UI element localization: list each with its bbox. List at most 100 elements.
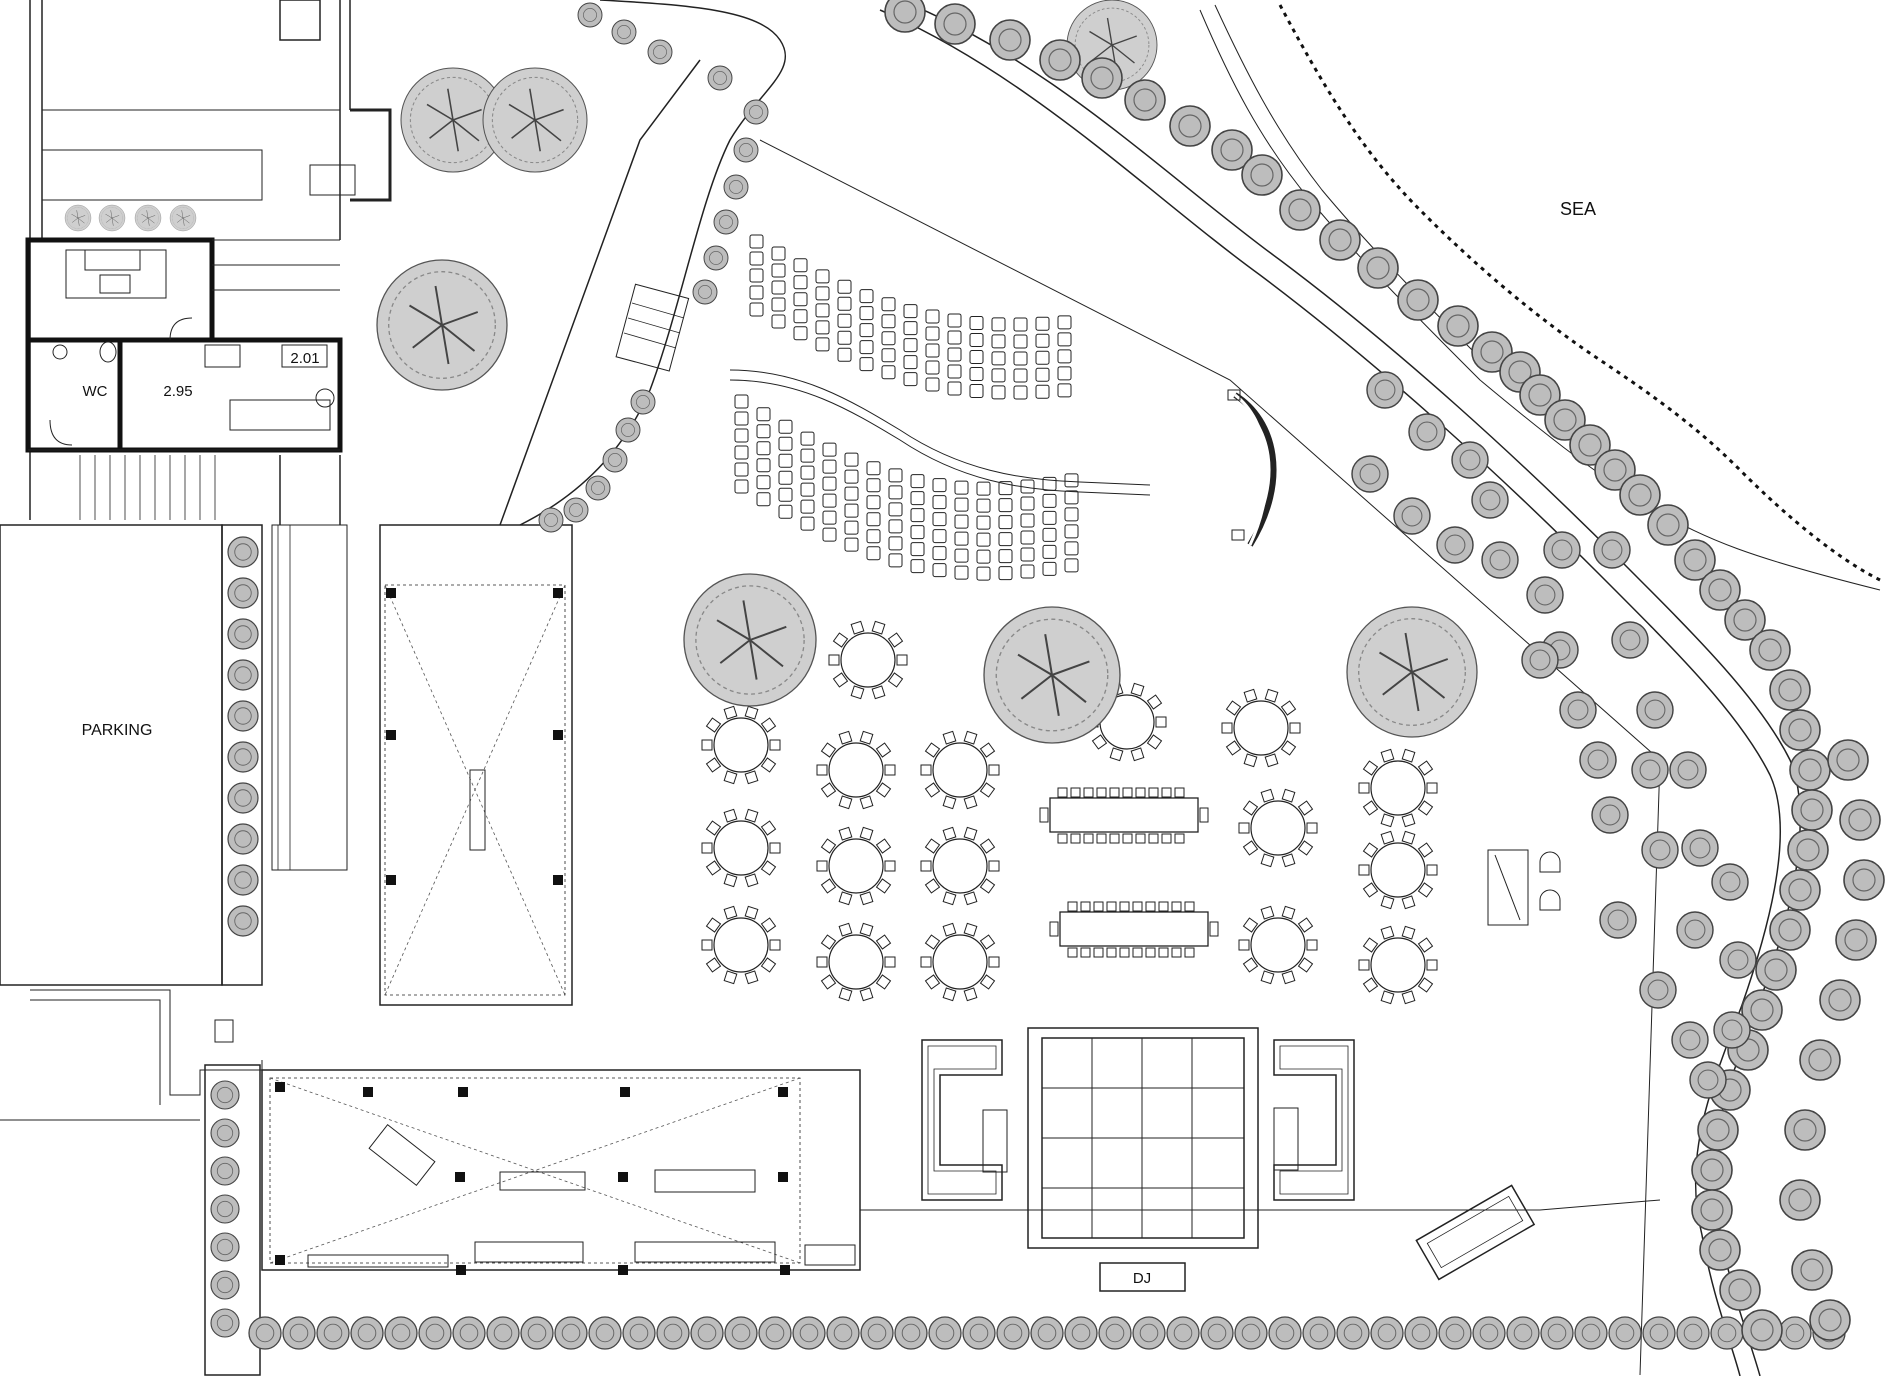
shrub-icon [1574, 1316, 1608, 1350]
chair-icon [800, 448, 815, 463]
chair-icon [925, 343, 940, 358]
shrub-icon [210, 1156, 240, 1186]
round-table-icon [1358, 830, 1438, 910]
chair-icon [963, 922, 978, 937]
chair-icon [820, 838, 837, 854]
chair-icon [969, 316, 984, 331]
chair-icon [910, 559, 925, 574]
shrub-icon [1351, 455, 1389, 493]
shrub-icon [1436, 526, 1474, 564]
chair-icon [875, 934, 892, 950]
chair-icon [1260, 853, 1275, 868]
shrub-icon [1336, 1316, 1370, 1350]
round-table-icon [816, 730, 896, 810]
chair-icon [991, 334, 1006, 349]
chair-icon [793, 292, 808, 307]
shrub-icon [1608, 1316, 1642, 1350]
chair-icon [871, 685, 886, 700]
chair-icon [837, 313, 852, 328]
chair-icon [888, 519, 903, 534]
shrub-icon [1769, 909, 1811, 951]
chair-icon [778, 470, 793, 485]
chair-icon [756, 458, 771, 473]
chair-icon [924, 742, 941, 758]
chair-icon [1297, 957, 1314, 973]
chair-icon [954, 514, 969, 529]
chair-icon [1020, 564, 1035, 579]
chair-icon [979, 934, 996, 950]
chair-icon [756, 424, 771, 439]
chair-icon [1264, 753, 1279, 768]
room-201-label: 2.01 [290, 350, 319, 367]
wc-label: WC [83, 383, 108, 400]
chair-icon [979, 974, 996, 990]
chair-icon [903, 372, 918, 387]
shrub-icon [1711, 863, 1749, 901]
chair-icon [1035, 350, 1050, 365]
chair-icon [844, 486, 859, 501]
chair-icon [837, 347, 852, 362]
shrub-icon [611, 19, 637, 45]
chair-icon [749, 234, 764, 249]
shrub-icon [227, 577, 259, 609]
chair-icon [932, 563, 947, 578]
shrub-icon [1506, 1316, 1540, 1350]
chair-icon [1417, 760, 1434, 776]
chair-icon [1035, 316, 1050, 331]
chair-icon [734, 479, 749, 494]
chair-icon [859, 730, 874, 745]
chair-icon [1242, 957, 1259, 973]
chair-icon [723, 905, 738, 920]
chair-icon [1225, 740, 1242, 756]
chair-icon [734, 445, 749, 460]
long-tables [1039, 787, 1219, 958]
chair-icon [859, 323, 874, 338]
shrub-icon [1779, 709, 1821, 751]
shrub-icon [1755, 949, 1797, 991]
shrub-icon [1279, 189, 1321, 231]
chair-icon [1057, 332, 1072, 347]
chair-icon [924, 838, 941, 854]
garden-paths [499, 0, 1661, 1376]
shrub-icon [1241, 154, 1283, 196]
dj-label: DJ [1133, 1270, 1151, 1287]
chair-icon [1130, 682, 1145, 697]
shrub-icon [1268, 1316, 1302, 1350]
chair-icon [815, 337, 830, 352]
shrub-icon [1676, 911, 1714, 949]
chair-icon [903, 355, 918, 370]
round-table-icon [816, 826, 896, 906]
chair-icon [744, 808, 759, 823]
chair-icon [1013, 368, 1028, 383]
chair-icon [820, 782, 837, 798]
chair-icon [925, 326, 940, 341]
chair-icon [875, 838, 892, 854]
chair-icon [850, 685, 865, 700]
chair-icon [1013, 385, 1028, 400]
chair-icon [800, 499, 815, 514]
shrub-icon [1639, 971, 1677, 1009]
shrub-icon [860, 1316, 894, 1350]
chair-icon [991, 368, 1006, 383]
shrub-icon [1749, 629, 1791, 671]
sea-label: SEA [1560, 199, 1596, 219]
chair-icon [866, 461, 881, 476]
chair-icon [954, 531, 969, 546]
chair-icon [947, 330, 962, 345]
shrub-icon [1681, 829, 1719, 867]
chair-icon [910, 508, 925, 523]
shrub-icon [1366, 371, 1404, 409]
shrub-icon [1302, 1316, 1336, 1350]
shrub-icon [713, 209, 739, 235]
chair-icon [1401, 925, 1416, 940]
chair-icon [832, 672, 849, 688]
shrub-icon [227, 782, 259, 814]
chair-icon [744, 905, 759, 920]
round-table-icon [701, 905, 781, 985]
shrub-icon [690, 1316, 724, 1350]
chair-icon [1401, 748, 1416, 763]
chair-icon [1042, 510, 1057, 525]
shrub-icon [1719, 941, 1757, 979]
chair-icon [1155, 716, 1167, 728]
chair-icon [1380, 895, 1395, 910]
